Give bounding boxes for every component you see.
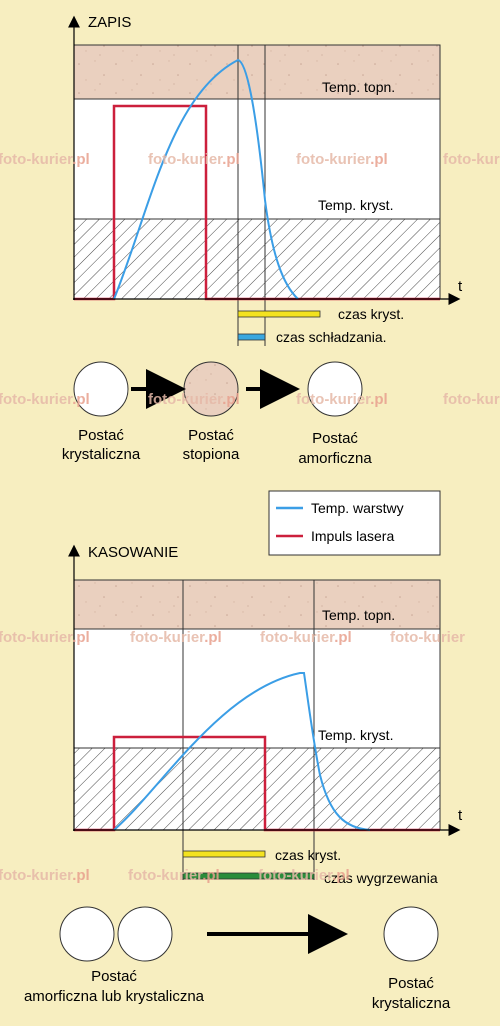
watermark-row-2: foto-kurier.pl foto-kurier.pl foto-kurie… (0, 391, 500, 408)
write-cryst-time-bar (237, 310, 321, 318)
write-state-amorphous-icon (307, 361, 363, 417)
write-state-2-line1: Postać (188, 427, 234, 444)
watermark-text: foto-kurier (390, 629, 465, 646)
watermark-row-1: foto-kurier.pl foto-kurier.pl foto-kurie… (0, 151, 500, 168)
erase-anneal-time-bar (182, 872, 315, 880)
erase-state-2-line2: krystaliczna (372, 995, 451, 1012)
erase-melt-band (74, 580, 440, 629)
legend-box (268, 490, 441, 556)
erase-state-amorphous-icon (59, 906, 115, 962)
write-panel: ZAPIS t Temp. topn. Temp. kryst. czas kr… (62, 14, 463, 467)
watermark-text: foto-kurier.pl (0, 867, 90, 884)
erase-state-crystalline-alt-icon (117, 906, 173, 962)
erase-state-1-line2: amorficzna lub krystaliczna (24, 988, 205, 1005)
erase-cryst-temp-label: Temp. kryst. (318, 727, 393, 743)
watermark-text: foto-kurier.pl (0, 151, 90, 168)
erase-cryst-time-label: czas kryst. (275, 847, 341, 863)
erase-axis-t: t (458, 807, 463, 824)
watermark-row-4: foto-kurier.pl foto-kurier.pl foto-kurie… (0, 867, 350, 884)
watermark-text: foto-kurier.pl (0, 391, 90, 408)
write-state-1-line2: krystaliczna (62, 446, 141, 463)
watermark-text: foto-kurier.pl (260, 629, 352, 646)
watermark-layer: foto-kurier.pl foto-kurier.pl foto-kurie… (0, 151, 500, 884)
watermark-row-3: foto-kurier.pl foto-kurier.pl foto-kurie… (0, 629, 465, 646)
erase-title: KASOWANIE (88, 544, 178, 561)
legend-item-temp-label: Temp. warstwy (311, 500, 404, 516)
erase-hatch-band (74, 748, 440, 830)
watermark-text: foto-kurier.pl (148, 391, 240, 408)
write-title: ZAPIS (88, 14, 131, 31)
legend-item-laser-label: Impuls lasera (311, 528, 394, 544)
watermark-text: foto-kurier.pl (128, 867, 220, 884)
write-state-2-line2: stopiona (183, 446, 240, 463)
erase-temperature-curve (113, 672, 371, 831)
erase-middle-band (74, 629, 440, 748)
write-axis-t: t (458, 278, 463, 295)
watermark-text: foto-kurier.pl (130, 629, 222, 646)
write-middle-band (74, 99, 440, 219)
erase-state-1-line1: Postać (91, 968, 137, 985)
watermark-text: foto-kurier.pl (258, 867, 350, 884)
write-cryst-temp-label: Temp. kryst. (318, 197, 393, 213)
write-state-3-line1: Postać (312, 430, 358, 447)
write-melt-temp-label: Temp. topn. (322, 79, 395, 95)
watermark-text: foto-kurier.pl (148, 151, 240, 168)
watermark-text: foto-kurier.pl (296, 391, 388, 408)
watermark-text: foto-kurier (443, 151, 500, 168)
legend: Temp. warstwy Impuls lasera (268, 490, 441, 556)
write-hatch-band (74, 219, 440, 299)
erase-state-2-line1: Postać (388, 975, 434, 992)
erase-anneal-time-label: czas wygrzewania (324, 870, 438, 886)
write-state-1-line1: Postać (78, 427, 124, 444)
erase-melt-temp-label: Temp. topn. (322, 607, 395, 623)
write-state-crystalline-icon (73, 361, 129, 417)
write-cooling-time-label: czas schładzania. (276, 329, 387, 345)
erase-state-crystalline-result-icon (383, 906, 439, 962)
write-melt-band (74, 45, 440, 99)
watermark-text: foto-kurier (443, 391, 500, 408)
write-state-3-line2: amorficzna (298, 450, 372, 467)
write-temperature-curve (113, 58, 299, 300)
erase-panel: KASOWANIE t Temp. topn. Temp. kryst. cza… (24, 544, 463, 1012)
erase-cryst-time-bar (182, 850, 266, 858)
watermark-text: foto-kurier.pl (296, 151, 388, 168)
write-cooling-time-bar (237, 333, 266, 341)
write-cryst-time-label: czas kryst. (338, 306, 404, 322)
watermark-text: foto-kurier.pl (0, 629, 90, 646)
